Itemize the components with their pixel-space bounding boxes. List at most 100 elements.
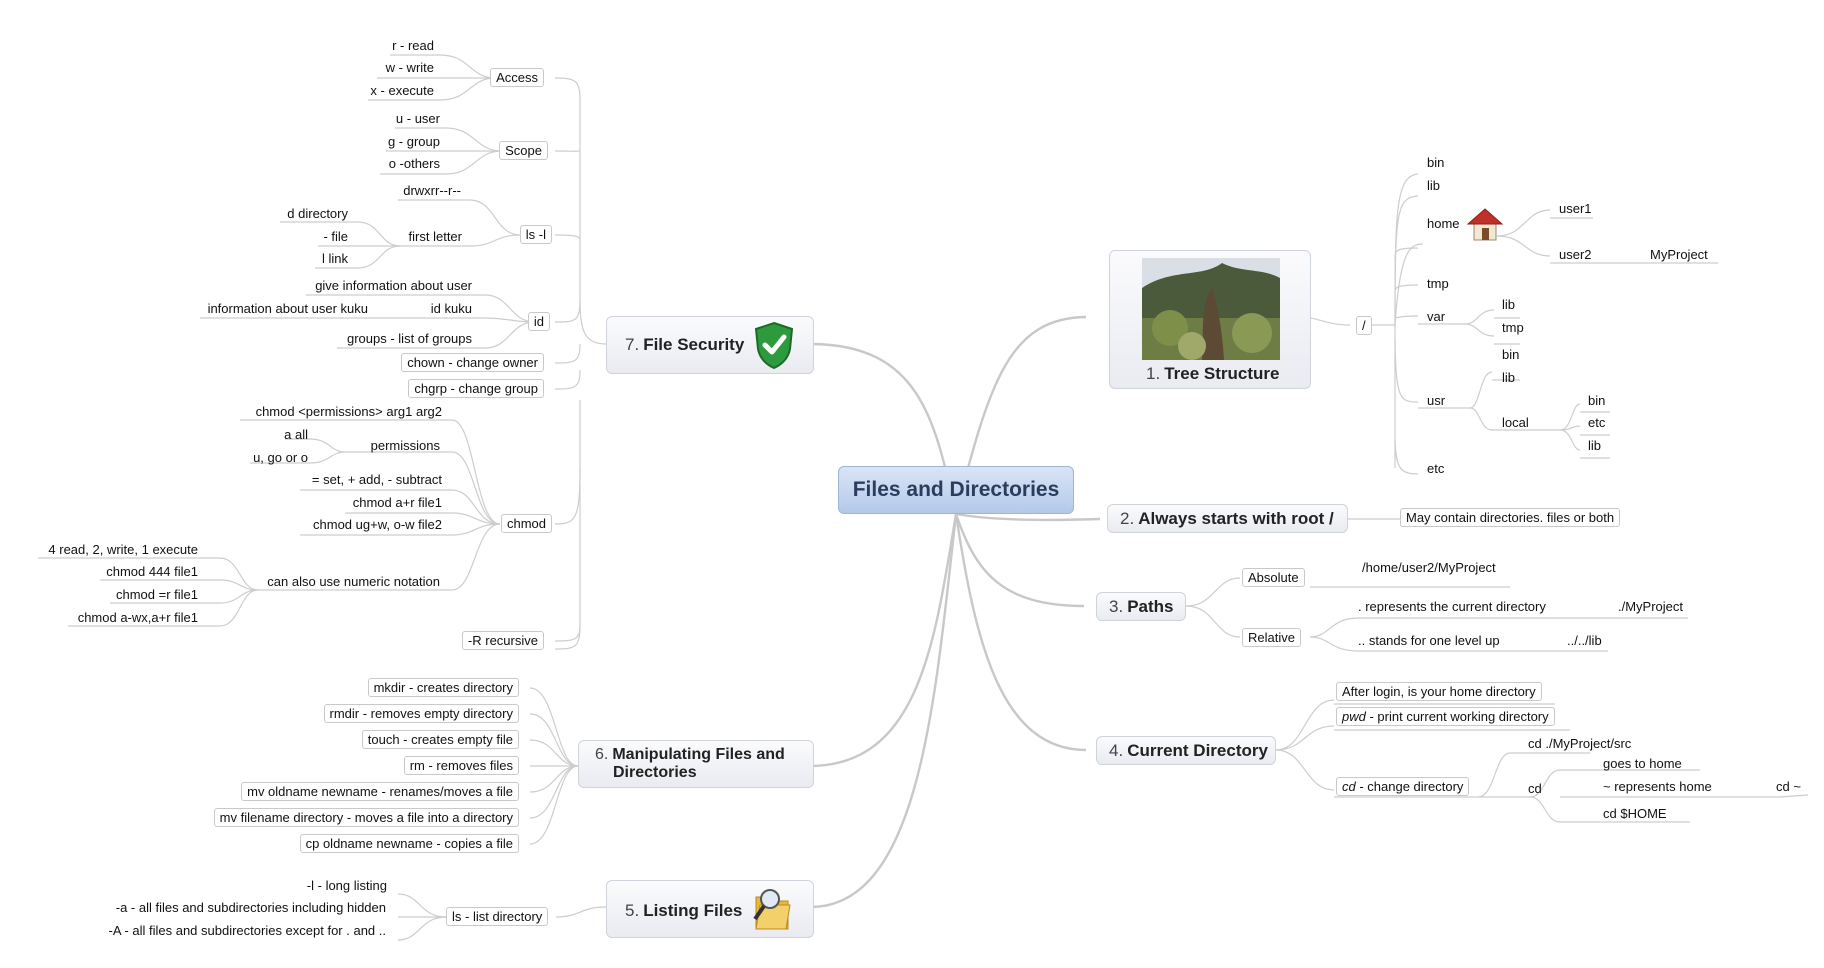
numeric-444: chmod 444 file1 xyxy=(106,564,198,579)
central-topic[interactable]: Files and Directories xyxy=(838,466,1074,514)
absolute-path-node[interactable]: Absolute xyxy=(1242,568,1305,587)
tree-var: var xyxy=(1427,309,1446,324)
tree-user1: user1 xyxy=(1559,201,1592,216)
id-kuku: id kuku xyxy=(430,301,472,316)
access-read: r - read xyxy=(392,38,434,53)
topic-label: Listing Files xyxy=(643,901,743,920)
topic-root[interactable]: 2.Always starts with root / xyxy=(1107,504,1348,533)
ls-long: -l - long listing xyxy=(306,878,387,893)
chmod-example-ugw: chmod ug+w, o-w file2 xyxy=(313,517,442,532)
tree-lib: lib xyxy=(1427,178,1441,193)
tree-usr: usr xyxy=(1427,393,1446,408)
first-letter-link: l link xyxy=(321,251,348,266)
chmod-operators: = set, + add, - subtract xyxy=(311,472,442,487)
house-icon xyxy=(1466,208,1504,241)
topic-number: 6. xyxy=(595,746,609,763)
tree-home: home xyxy=(1427,216,1460,231)
topic-file-security[interactable]: 7.File Security xyxy=(606,316,814,374)
tree-etc: etc xyxy=(1427,461,1445,476)
pwd-command: pwd xyxy=(1342,709,1366,724)
security-chgrp[interactable]: chgrp - change group xyxy=(408,379,544,398)
root-node[interactable]: / xyxy=(1356,316,1372,335)
security-ls-l[interactable]: ls -l xyxy=(519,225,552,244)
tree-local: local xyxy=(1502,415,1529,430)
manip-item-cp[interactable]: cp oldname newname - copies a file xyxy=(299,834,519,853)
ls-l-example: drwxrr--r-- xyxy=(403,183,461,198)
ls-node[interactable]: ls - list directory xyxy=(446,907,549,926)
ls-all: -a - all files and subdirectories includ… xyxy=(115,900,386,915)
topic-paths[interactable]: 3.Paths xyxy=(1096,592,1186,621)
cd-home-var: cd $HOME xyxy=(1603,806,1667,821)
topic-number: 4. xyxy=(1109,741,1124,760)
dotdot-explanation: .. stands for one level up xyxy=(1358,633,1500,648)
numeric-values: 4 read, 2, write, 1 execute xyxy=(48,542,198,557)
folder-magnifier-icon xyxy=(753,889,791,930)
access-write: w - write xyxy=(385,60,434,75)
topic-label: Manipulating Files and xyxy=(612,746,785,763)
perm-ugo: u, go or o xyxy=(253,450,308,465)
sub-branches xyxy=(38,54,1809,941)
chmod-permissions: permissions xyxy=(370,438,440,453)
tree-local-etc: etc xyxy=(1588,415,1606,430)
pwd-note[interactable]: pwd - print current working directory xyxy=(1336,707,1555,726)
ls-l-first-letter: first letter xyxy=(408,229,462,244)
security-id[interactable]: id xyxy=(527,312,550,331)
topic-label: Always starts with root / xyxy=(1138,509,1334,528)
chmod-example-ar: chmod a+r file1 xyxy=(352,495,442,510)
relative-path-node[interactable]: Relative xyxy=(1242,628,1301,647)
cd-description: - change directory xyxy=(1355,779,1464,794)
manip-item-touch[interactable]: touch - creates empty file xyxy=(361,730,519,749)
manip-item-mkdir[interactable]: mkdir - creates directory xyxy=(367,678,519,697)
topic-number: 2. xyxy=(1120,509,1135,528)
id-kuku-info: information about user kuku xyxy=(207,301,368,316)
chmod-syntax: chmod <permissions> arg1 arg2 xyxy=(255,404,442,419)
goes-home: goes to home xyxy=(1603,756,1682,771)
topic-label: Tree Structure xyxy=(1164,364,1280,383)
manip-item-rmdir[interactable]: rmdir - removes empty directory xyxy=(323,704,519,723)
absolute-example: /home/user2/MyProject xyxy=(1362,560,1496,575)
id-info: give information about user xyxy=(315,278,472,293)
root-note[interactable]: May contain directories. files or both xyxy=(1400,508,1621,527)
tree-local-bin: bin xyxy=(1588,393,1606,408)
security-chmod[interactable]: chmod xyxy=(500,514,552,533)
topic-number: 3. xyxy=(1109,597,1124,616)
cd-path-example: cd ./MyProject/src xyxy=(1528,736,1632,751)
topic-tree-structure[interactable]: 1.Tree Structure xyxy=(1109,250,1311,389)
topic-listing-files[interactable]: 5.Listing Files xyxy=(606,880,814,938)
security-scope[interactable]: Scope xyxy=(499,141,548,160)
security-access[interactable]: Access xyxy=(490,68,544,87)
login-note[interactable]: After login, is your home directory xyxy=(1336,682,1542,701)
tree-myproject: MyProject xyxy=(1650,247,1708,262)
numeric-a-wx: chmod a-wx,a+r file1 xyxy=(77,610,198,625)
dotdot-example: ../../lib xyxy=(1567,633,1602,648)
dot-explanation: . represents the current directory xyxy=(1358,599,1546,614)
tree-usr-lib: lib xyxy=(1502,370,1516,385)
manip-item-mv-rename[interactable]: mv oldname newname - renames/moves a fil… xyxy=(241,782,519,801)
first-letter-file: - file xyxy=(323,229,348,244)
tree-local-lib: lib xyxy=(1588,438,1602,453)
topic-number: 7. xyxy=(625,335,640,354)
manip-item-mv-move[interactable]: mv filename directory - moves a file int… xyxy=(213,808,519,827)
topic-label: Current Directory xyxy=(1127,741,1268,760)
tree-bin: bin xyxy=(1427,155,1445,170)
topic-label-line2: Directories xyxy=(613,764,697,781)
tree-user2: user2 xyxy=(1559,247,1592,262)
tree-tmp: tmp xyxy=(1427,276,1449,291)
main-branches xyxy=(811,315,1101,909)
topic-label: Paths xyxy=(1127,597,1174,616)
security-recursive[interactable]: -R recursive xyxy=(461,631,544,650)
tree-photo xyxy=(1142,258,1280,360)
tree-usr-bin: bin xyxy=(1502,347,1520,362)
cd-tilde: cd ~ xyxy=(1776,779,1801,794)
pwd-description: - print current working directory xyxy=(1365,709,1549,724)
cd-note[interactable]: cd - change directory xyxy=(1336,777,1470,796)
topic-number: 5. xyxy=(625,901,640,920)
scope-user: u - user xyxy=(395,111,440,126)
security-chown[interactable]: chown - change owner xyxy=(401,353,544,372)
topic-current-directory[interactable]: 4.Current Directory xyxy=(1096,736,1276,765)
shield-check-icon xyxy=(754,321,794,369)
tilde-home: ~ represents home xyxy=(1603,779,1712,794)
manip-item-rm[interactable]: rm - removes files xyxy=(403,756,519,775)
access-execute: x - execute xyxy=(370,83,434,98)
